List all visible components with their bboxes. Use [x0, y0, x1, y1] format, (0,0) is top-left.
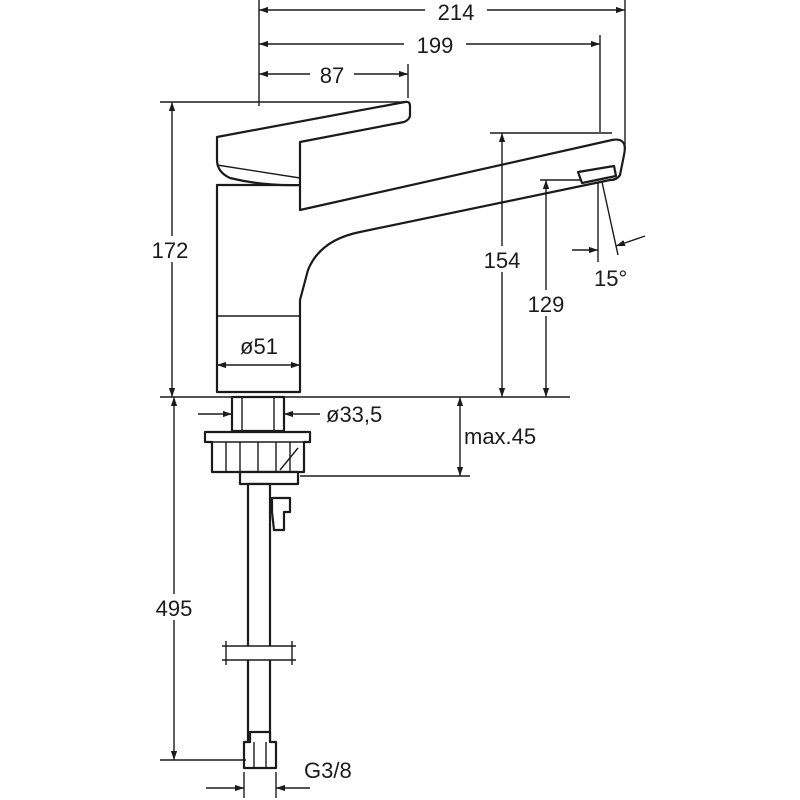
- label-diameter-51: ø51: [240, 334, 278, 359]
- label-129: 129: [528, 292, 565, 317]
- label-199: 199: [417, 33, 454, 58]
- label-87: 87: [320, 63, 344, 88]
- label-154: 154: [484, 248, 521, 273]
- label-172: 172: [152, 238, 189, 263]
- label-214: 214: [438, 0, 475, 25]
- label-495: 495: [156, 596, 193, 621]
- lever-edge: [216, 164, 301, 179]
- hose: [246, 482, 272, 748]
- connector-nut: [242, 730, 278, 770]
- mounting-assembly: [160, 395, 570, 770]
- washer: [238, 470, 300, 486]
- label-15-degree: 15°: [594, 266, 627, 291]
- label-g3-8: G3/8: [304, 758, 352, 783]
- dimension-labels: 214 199 87 172 154 129 15° ø51 ø33,5 max…: [138, 0, 627, 783]
- label-max-45: max.45: [464, 424, 536, 449]
- shank: [230, 395, 286, 433]
- side-fitting: [270, 496, 292, 532]
- lever-handle: [215, 100, 412, 187]
- label-diameter-33-5: ø33,5: [326, 402, 382, 427]
